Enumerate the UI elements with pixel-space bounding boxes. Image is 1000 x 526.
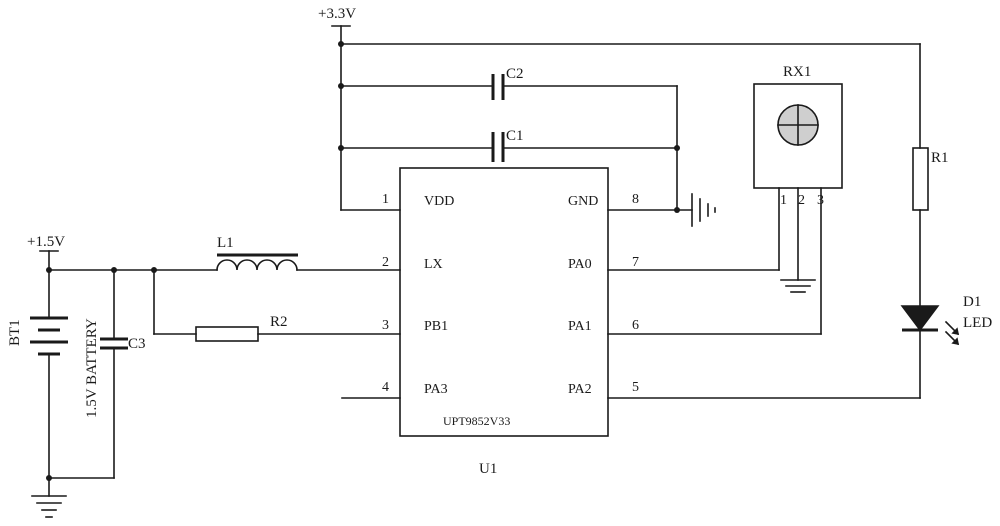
c1-label: C1 — [506, 128, 524, 144]
rx1-pin1: 1 — [780, 193, 787, 208]
ic-pin6-num: 6 — [632, 318, 639, 333]
vcc-3v3-symbol: +3.3V — [318, 6, 356, 44]
ground-symbol-ic — [692, 194, 715, 226]
capacitor-c3: C3 — [100, 270, 146, 478]
vcc-1v5-label: +1.5V — [27, 234, 65, 250]
ic-pin3-name: PB1 — [424, 319, 448, 334]
ic-pin4-name: PA3 — [424, 382, 448, 397]
ic-pin5-num: 5 — [632, 380, 639, 395]
resistor-r2: R2 — [196, 314, 288, 341]
junction — [674, 145, 680, 151]
capacitor-c2: C2 — [341, 66, 677, 100]
led-type-label: LED — [963, 315, 992, 331]
ic-pin8-num: 8 — [632, 192, 639, 207]
ic-pin7-num: 7 — [632, 255, 639, 270]
ic-pin1-name: VDD — [424, 194, 454, 209]
led-d1: D1 LED — [902, 294, 992, 344]
ic-pin8-name: GND — [568, 194, 598, 209]
ic-pin5-name: PA2 — [568, 382, 592, 397]
ic-pin7-name: PA0 — [568, 257, 592, 272]
rx1-label: RX1 — [783, 64, 811, 80]
c2-label: C2 — [506, 66, 524, 82]
inductor-l1: L1 — [217, 235, 298, 270]
ic-pin3-num: 3 — [382, 318, 389, 333]
ground-symbol-battery — [32, 478, 66, 517]
l1-label: L1 — [217, 235, 234, 251]
rx1-pin2: 2 — [798, 193, 805, 208]
r2-label: R2 — [270, 314, 288, 330]
ic-pin2-name: LX — [424, 257, 443, 272]
vcc-3v3-label: +3.3V — [318, 6, 356, 22]
resistor-r1: R1 — [913, 148, 949, 210]
battery-bt1: BT1 1.5V BATTERY — [7, 270, 100, 478]
battery-ref-label: BT1 — [7, 319, 23, 346]
d1-label: D1 — [963, 294, 981, 310]
ground-symbol-rx1 — [781, 280, 815, 292]
r1-label: R1 — [931, 150, 949, 166]
ic-pin2-num: 2 — [382, 255, 389, 270]
vcc-1v5-symbol: +1.5V — [27, 234, 65, 270]
junction — [338, 41, 344, 47]
ic-pin1-num: 1 — [382, 192, 389, 207]
ic-pin6-name: PA1 — [568, 319, 592, 334]
ic-pin4-num: 4 — [382, 380, 389, 395]
ic-ref-label: U1 — [479, 461, 497, 477]
ic-part-number: UPT9852V33 — [443, 414, 510, 428]
capacitor-c1: C1 — [341, 128, 677, 162]
battery-desc-label: 1.5V BATTERY — [84, 318, 100, 418]
receiver-rx1: RX1 1 2 3 — [754, 64, 842, 208]
c3-label: C3 — [128, 336, 146, 352]
